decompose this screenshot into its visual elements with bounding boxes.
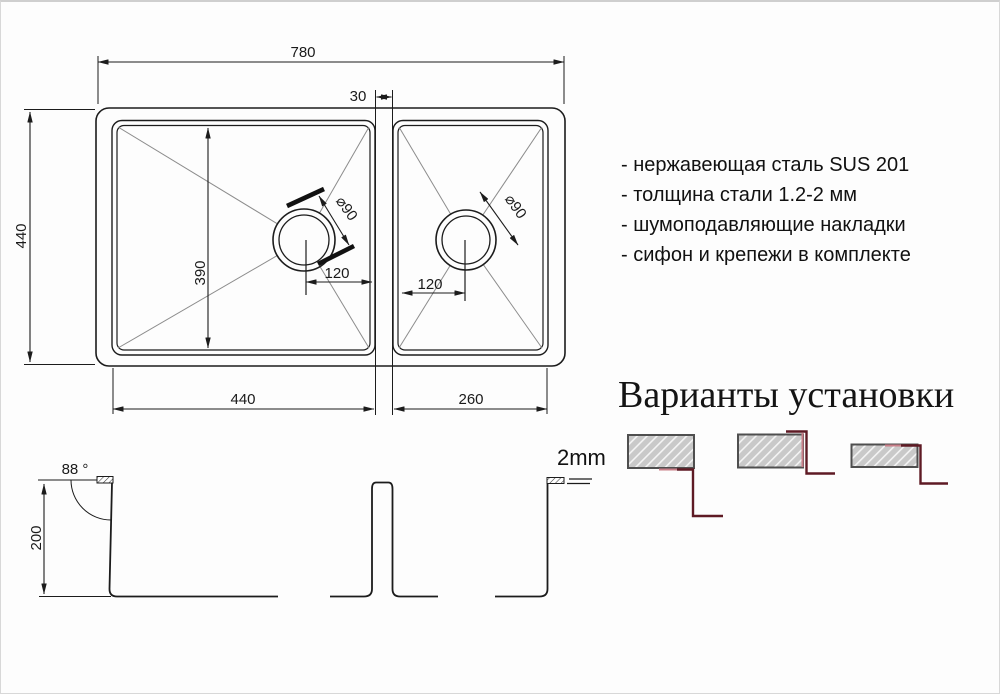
installation-options-title: Варианты установки bbox=[618, 374, 955, 416]
right-drain-diameter-dim-line bbox=[479, 191, 519, 246]
right-drain-offset-label: 120 bbox=[417, 276, 443, 293]
installation-diagrams bbox=[627, 430, 948, 518]
installation-variant-topmount bbox=[737, 430, 835, 475]
spec-notes: - нержавеющая сталь SUS 201 - толщина ст… bbox=[621, 150, 911, 270]
spec-note-sound-pads: - шумоподавляющие накладки bbox=[621, 214, 906, 236]
inner-depth-label: 390 bbox=[192, 260, 209, 286]
steel-thickness-label: 2mm bbox=[557, 445, 606, 470]
left-wall-and-floor-profile bbox=[108, 482, 278, 598]
left-rim-flange-section bbox=[96, 476, 114, 484]
thickness-reference-marks bbox=[567, 478, 592, 485]
right-drain-hole bbox=[435, 209, 497, 271]
section-height-label: 200 bbox=[28, 525, 45, 551]
top-view bbox=[24, 56, 566, 415]
right-bowl-width-label: 260 bbox=[458, 391, 484, 408]
total-width-label: 780 bbox=[290, 44, 316, 61]
spec-note-material: - нержавеющая сталь SUS 201 bbox=[621, 154, 910, 176]
gap-dimension bbox=[375, 90, 393, 415]
sink-rim-outline bbox=[95, 107, 566, 367]
right-rim-flange-section bbox=[546, 477, 565, 484]
depth-dimension bbox=[24, 109, 95, 365]
left-bowl-inner-edge bbox=[116, 124, 371, 351]
right-wall-profile bbox=[495, 484, 549, 598]
installation-variant-flushmount bbox=[850, 443, 948, 485]
spec-note-included: - сифон и крепежи в комплекте bbox=[621, 244, 911, 266]
divider-wall-profile bbox=[330, 481, 438, 598]
wall-angle-label: 88 ° bbox=[61, 461, 89, 478]
gap-label: 30 bbox=[349, 88, 367, 105]
bowl-width-dimensions bbox=[112, 368, 548, 414]
left-drain-diameter-dim-line bbox=[318, 195, 350, 246]
wall-angle-arc bbox=[70, 479, 112, 521]
spec-note-thickness: - толщина стали 1.2-2 мм bbox=[621, 184, 857, 206]
right-bowl-inner-edge bbox=[397, 124, 544, 351]
left-drain-tangent-ticks bbox=[286, 186, 356, 267]
left-drain-offset-label: 120 bbox=[324, 265, 350, 282]
installation-variant-undermount bbox=[627, 434, 723, 518]
total-width-dimension bbox=[97, 56, 565, 104]
left-bowl-width-label: 440 bbox=[230, 391, 256, 408]
section-view bbox=[38, 476, 592, 598]
depth-label: 440 bbox=[13, 223, 30, 249]
